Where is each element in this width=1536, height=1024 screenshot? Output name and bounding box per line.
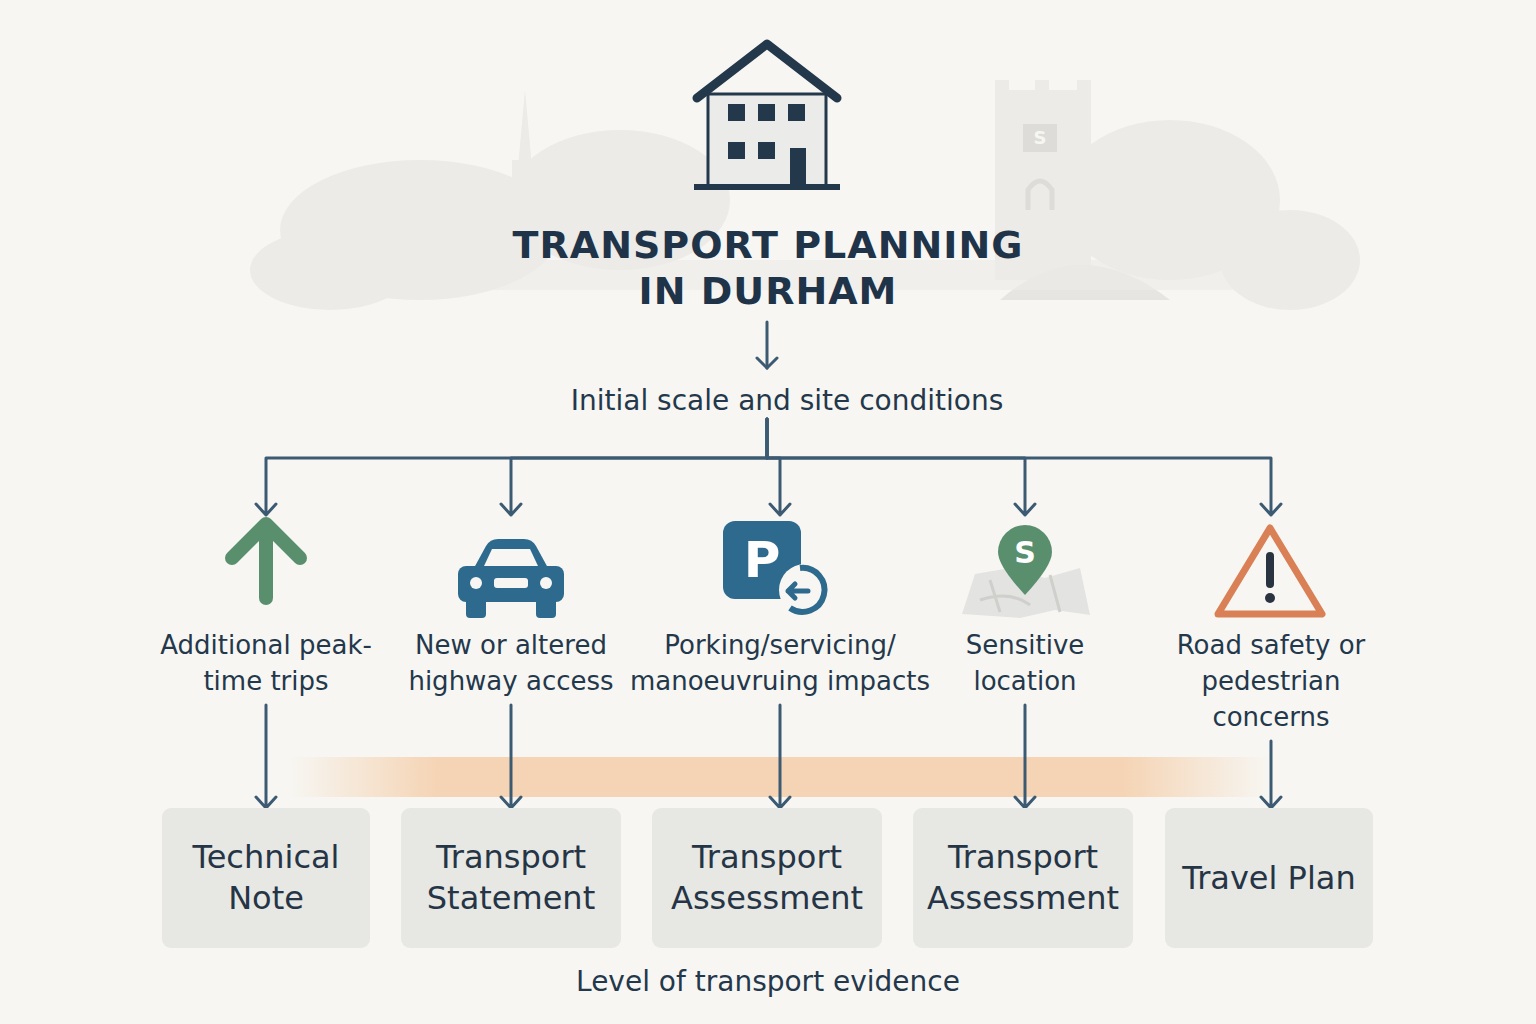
flow-arrow xyxy=(256,419,767,515)
category-node: Road safety or pedestrian concerns xyxy=(1156,515,1386,741)
flow-arrow xyxy=(256,705,276,808)
evidence-box: Transport Statement xyxy=(401,808,621,948)
house-icon xyxy=(694,44,840,190)
flow-arrow xyxy=(501,419,767,515)
tower-plaque xyxy=(1023,124,1057,152)
node-text: Porking/servicing/ manoeuvruing impacts xyxy=(629,627,931,699)
parking-letter: P xyxy=(744,535,781,585)
pin-letter: S xyxy=(1014,538,1036,568)
evidence-box: Technical Note xyxy=(162,808,370,948)
node-text: Transport Assessment xyxy=(923,837,1123,919)
node-text: Transport Assessment xyxy=(662,837,872,919)
node-text: Sensitive location xyxy=(919,627,1131,699)
flow-arrow xyxy=(767,419,790,515)
diagram-title: TRANSPORT PLANNING IN DURHAM xyxy=(508,222,1028,314)
tower-plaque-letter: S xyxy=(1034,129,1047,147)
warning-icon xyxy=(1218,528,1322,614)
diagram-caption: Level of transport evidence xyxy=(576,965,960,998)
node-text: Additional peak-time trips xyxy=(150,627,382,699)
map-pin-icon xyxy=(962,525,1090,618)
evidence-box: Transport Assessment xyxy=(913,808,1133,948)
node-text: New or altered highway access xyxy=(385,627,637,699)
flow-arrow xyxy=(770,705,790,808)
category-node: New or altered highway access xyxy=(381,515,641,705)
flow-arrow xyxy=(1015,705,1035,808)
parking-icon xyxy=(723,521,831,616)
evidence-box: Travel Plan xyxy=(1165,808,1373,948)
evidence-box: Transport Assessment xyxy=(652,808,882,948)
node-text: Initial scale and site conditions xyxy=(571,384,1004,417)
category-node: Additional peak-time trips xyxy=(146,515,386,705)
node-text: Road safety or pedestrian concerns xyxy=(1160,627,1382,735)
title-arrow xyxy=(757,322,777,368)
car-icon xyxy=(458,539,564,618)
start-text-node: Initial scale and site conditions xyxy=(565,382,1010,419)
node-text: Transport Statement xyxy=(411,837,611,919)
trips-icon xyxy=(232,524,300,598)
node-text: Travel Plan xyxy=(1182,858,1355,899)
flow-arrow xyxy=(501,705,521,808)
flow-arrow xyxy=(767,419,1035,515)
flow-arrow xyxy=(1261,741,1281,808)
node-text: Technical Note xyxy=(172,837,360,919)
flow-arrow xyxy=(767,419,1281,515)
